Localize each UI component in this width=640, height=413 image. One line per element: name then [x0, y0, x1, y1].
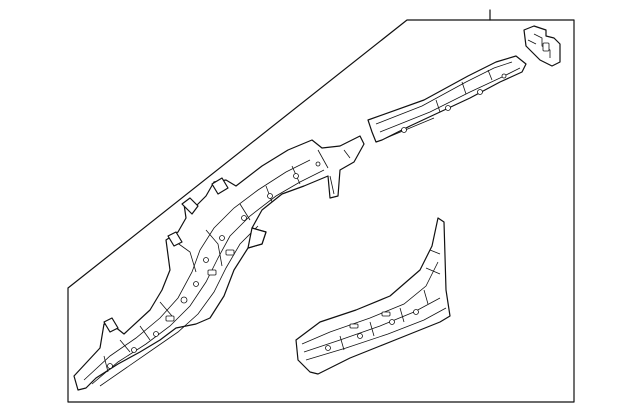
- front-rail-assembly-part: [73, 135, 365, 391]
- upper-rail-bracket-part: [367, 55, 527, 143]
- diagram-frame: [67, 9, 575, 403]
- small-clip-part: [523, 25, 561, 67]
- rocker-panel-part: [295, 217, 451, 375]
